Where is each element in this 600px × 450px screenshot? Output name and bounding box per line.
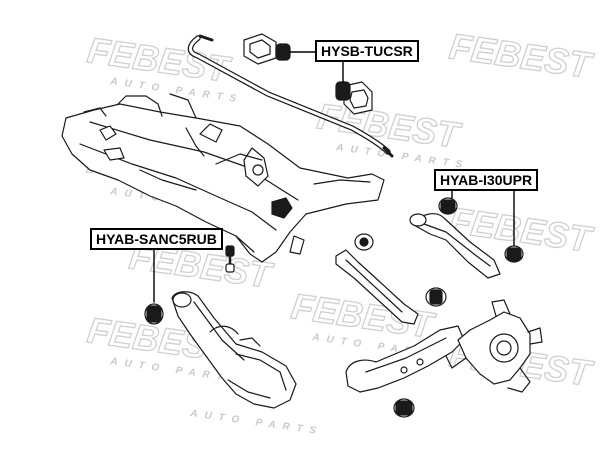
trailing-arm	[171, 291, 297, 409]
callout-hysb-tucsr: HYSB-TUCSR	[315, 40, 419, 62]
stabilizer-bar	[187, 34, 394, 158]
trailing-arm-bushing	[144, 303, 164, 325]
arm-bushing-small	[354, 233, 374, 251]
stabilizer-link	[225, 245, 235, 273]
lower-trailing-link	[345, 325, 465, 393]
bushing-highlight	[275, 43, 291, 61]
callout-hyab-i30upr: HYAB-I30UPR	[434, 169, 539, 191]
stabilizer-bushing-top	[243, 33, 291, 65]
lower-link-arm	[335, 249, 419, 325]
callout-hyab-sanc5rub: HYAB-SANC5RUB	[90, 228, 223, 250]
leader-lines	[153, 51, 515, 303]
wheel-knuckle	[445, 299, 543, 393]
bushing-highlight	[335, 81, 351, 101]
stabilizer-bushing-bottom	[335, 81, 373, 115]
rear-subframe	[61, 93, 385, 263]
lower-arm-bushing	[425, 287, 447, 307]
upper-arm-bushing	[438, 197, 458, 215]
lower-link-bushing	[393, 398, 415, 418]
upper-control-arm	[409, 213, 501, 279]
upper-arm-bushing-2	[504, 245, 524, 263]
